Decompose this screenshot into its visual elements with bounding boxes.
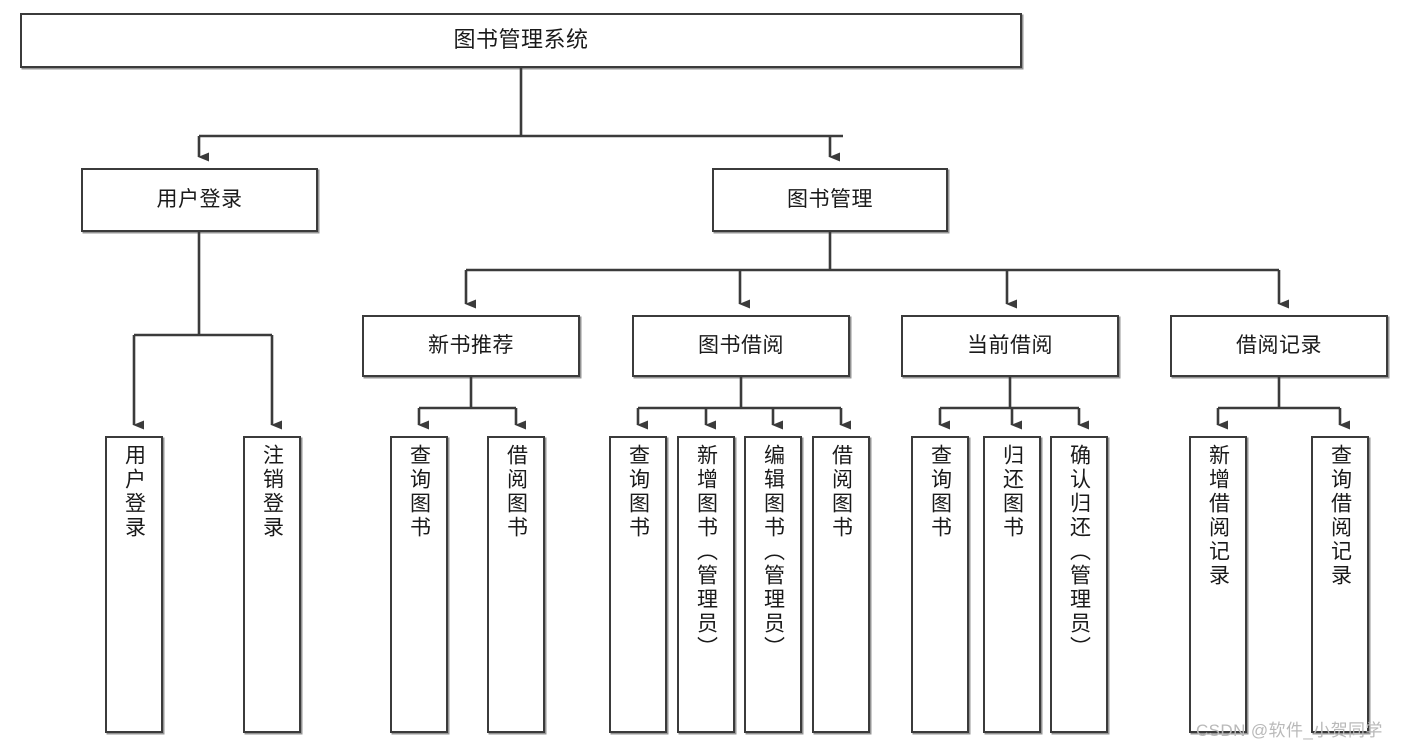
node-leaf-add-record[interactable]: 新增借阅记录 [1189, 436, 1247, 733]
node-leaf-query-book-2-label: 查询图书 [626, 444, 650, 540]
node-leaf-borrow-book-1[interactable]: 借阅图书 [487, 436, 545, 733]
node-leaf-query-record[interactable]: 查询借阅记录 [1311, 436, 1369, 733]
node-leaf-user-logout-label: 注销登录 [260, 444, 284, 540]
node-root[interactable]: 图书管理系统 [20, 13, 1022, 68]
node-leaf-user-login[interactable]: 用户登录 [105, 436, 163, 733]
node-leaf-query-book-2[interactable]: 查询图书 [609, 436, 667, 733]
node-user-login[interactable]: 用户登录 [81, 168, 318, 232]
node-book-manage-label: 图书管理 [787, 188, 873, 212]
node-current-borrow-label: 当前借阅 [967, 334, 1053, 358]
node-leaf-confirm-return[interactable]: 确认归还（管理员） [1050, 436, 1108, 733]
node-leaf-borrow-book-1-label: 借阅图书 [504, 444, 528, 540]
node-leaf-query-record-label: 查询借阅记录 [1328, 444, 1352, 588]
node-new-book-recommend-label: 新书推荐 [428, 334, 514, 358]
node-leaf-query-book-3-label: 查询图书 [928, 444, 952, 540]
node-leaf-borrow-book-2[interactable]: 借阅图书 [812, 436, 870, 733]
node-current-borrow[interactable]: 当前借阅 [901, 315, 1119, 377]
node-leaf-edit-book[interactable]: 编辑图书（管理员） [744, 436, 802, 733]
node-root-label: 图书管理系统 [453, 27, 589, 53]
node-leaf-return-book[interactable]: 归还图书 [983, 436, 1041, 733]
node-leaf-confirm-return-label: 确认归还（管理员） [1067, 444, 1091, 660]
node-book-manage[interactable]: 图书管理 [712, 168, 948, 232]
node-leaf-query-book-1[interactable]: 查询图书 [390, 436, 448, 733]
node-book-borrow-label: 图书借阅 [698, 334, 784, 358]
node-leaf-add-book[interactable]: 新增图书（管理员） [677, 436, 735, 733]
node-leaf-add-record-label: 新增借阅记录 [1206, 444, 1230, 588]
node-leaf-return-book-label: 归还图书 [1000, 444, 1024, 540]
node-leaf-borrow-book-2-label: 借阅图书 [829, 444, 853, 540]
csdn-watermark: CSDN @软件_小贺同学 [1196, 721, 1383, 740]
node-leaf-query-book-3[interactable]: 查询图书 [911, 436, 969, 733]
node-leaf-add-book-label: 新增图书（管理员） [694, 444, 718, 660]
node-leaf-user-login-label: 用户登录 [122, 444, 146, 540]
node-new-book-recommend[interactable]: 新书推荐 [362, 315, 580, 377]
node-leaf-user-logout[interactable]: 注销登录 [243, 436, 301, 733]
node-leaf-query-book-1-label: 查询图书 [407, 444, 431, 540]
node-borrow-record[interactable]: 借阅记录 [1170, 315, 1388, 377]
node-book-borrow[interactable]: 图书借阅 [632, 315, 850, 377]
node-borrow-record-label: 借阅记录 [1236, 334, 1322, 358]
node-leaf-edit-book-label: 编辑图书（管理员） [761, 444, 785, 660]
node-user-login-label: 用户登录 [156, 188, 243, 212]
